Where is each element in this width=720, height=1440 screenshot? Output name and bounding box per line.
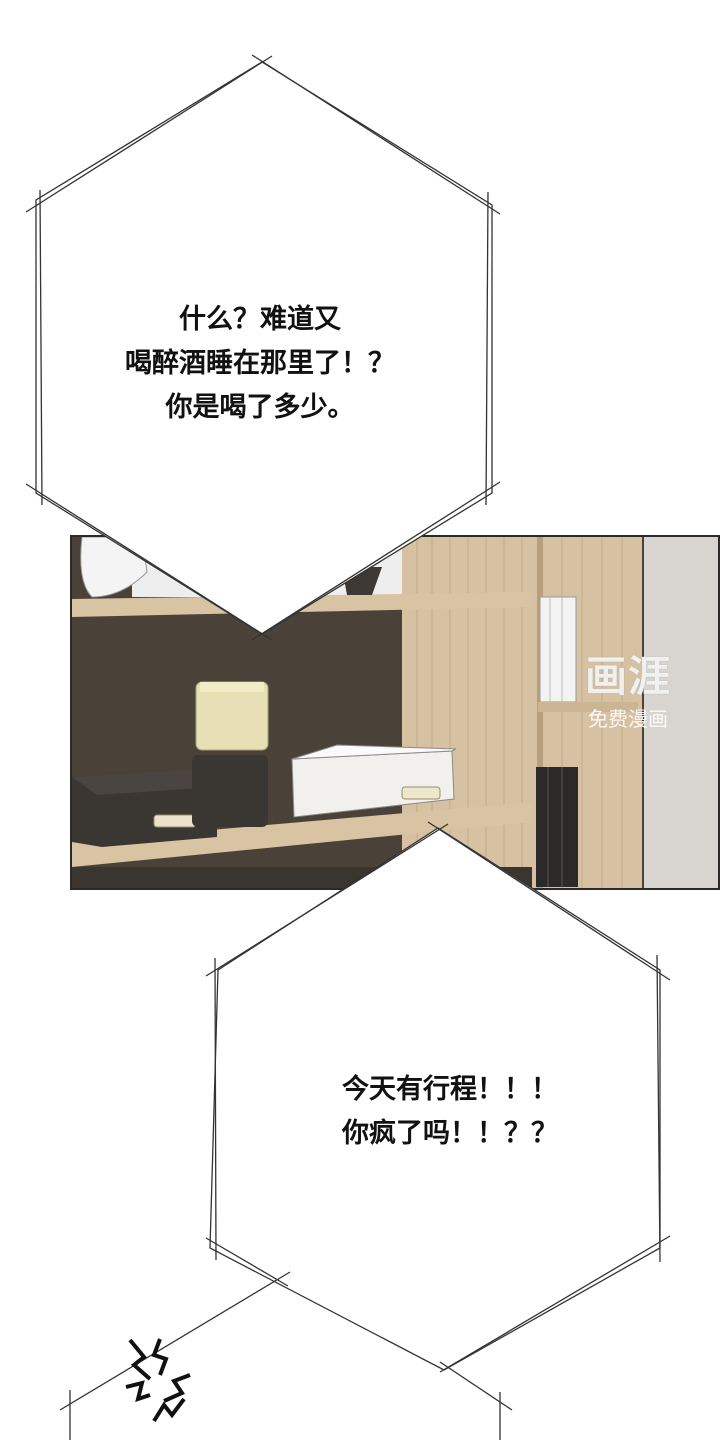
white-box-label — [401, 786, 441, 800]
dialog-line: 你是喝了多少。 — [165, 392, 355, 423]
dialog-line: 今天有行程！！！ — [342, 1074, 558, 1105]
cabinet-divider — [537, 537, 543, 888]
lamp-base — [192, 755, 268, 827]
speech-bubble-top-text: 什么？难道又 喝醉酒睡在那里了！？ 你是喝了多少。 — [90, 298, 430, 430]
dark-box-label — [153, 814, 197, 828]
watermark-subtitle: 免费漫画 — [588, 707, 668, 731]
cabinet-shelf — [538, 702, 638, 712]
dialog-line: 什么？难道又 — [179, 304, 341, 335]
book-dark — [536, 767, 578, 887]
anger-vein-icon — [125, 1338, 191, 1423]
speech-bubble-bottom-text: 今天有行程！！！ 你疯了吗！！？？ — [300, 1068, 600, 1156]
watermark: 画涯 免费漫画 — [566, 652, 690, 732]
dialog-line: 你疯了吗！！？？ — [342, 1118, 558, 1149]
lamp-shade — [195, 681, 269, 751]
watermark-logo: 画涯 — [584, 652, 671, 701]
dialog-line: 喝醉酒睡在那里了！？ — [125, 348, 395, 379]
